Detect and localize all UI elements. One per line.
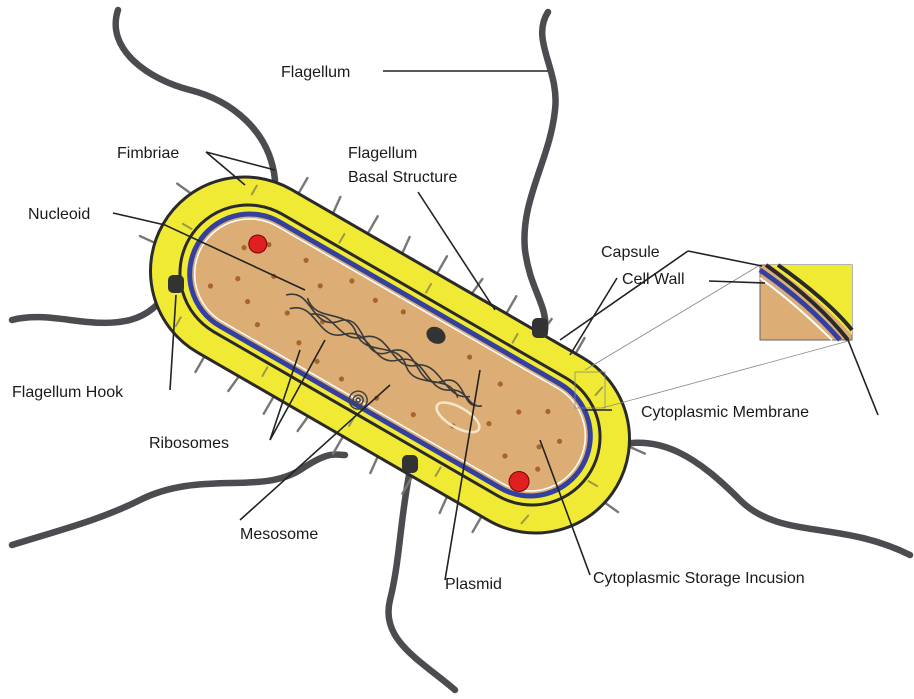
hook-bottom xyxy=(402,455,418,473)
hook-right xyxy=(532,318,548,338)
label-mesosome: Mesosome xyxy=(240,526,318,543)
label-flagellum-hook: Flagellum Hook xyxy=(12,384,124,401)
label-fimbriae: Fimbriae xyxy=(117,145,179,162)
flagellum-top-right xyxy=(524,12,555,330)
label-plasmid: Plasmid xyxy=(445,576,502,593)
label-basal-line2: Basal Structure xyxy=(348,169,457,186)
label-nucleoid: Nucleoid xyxy=(28,206,90,223)
label-capsule: Capsule xyxy=(601,244,660,261)
label-cell-wall: Cell Wall xyxy=(622,271,685,288)
label-flagellum: Flagellum xyxy=(281,64,350,81)
label-cytoplasmic-membrane: Cytoplasmic Membrane xyxy=(641,404,809,421)
cell-body xyxy=(94,118,686,591)
hook-left xyxy=(168,275,184,293)
label-storage-inclusion: Cytoplasmic Storage Incusion xyxy=(593,570,805,587)
label-ribosomes: Ribosomes xyxy=(149,435,229,452)
label-basal-line1: Flagellum xyxy=(348,145,417,162)
inset-zoom xyxy=(575,265,852,408)
flagellum-right xyxy=(608,443,910,555)
